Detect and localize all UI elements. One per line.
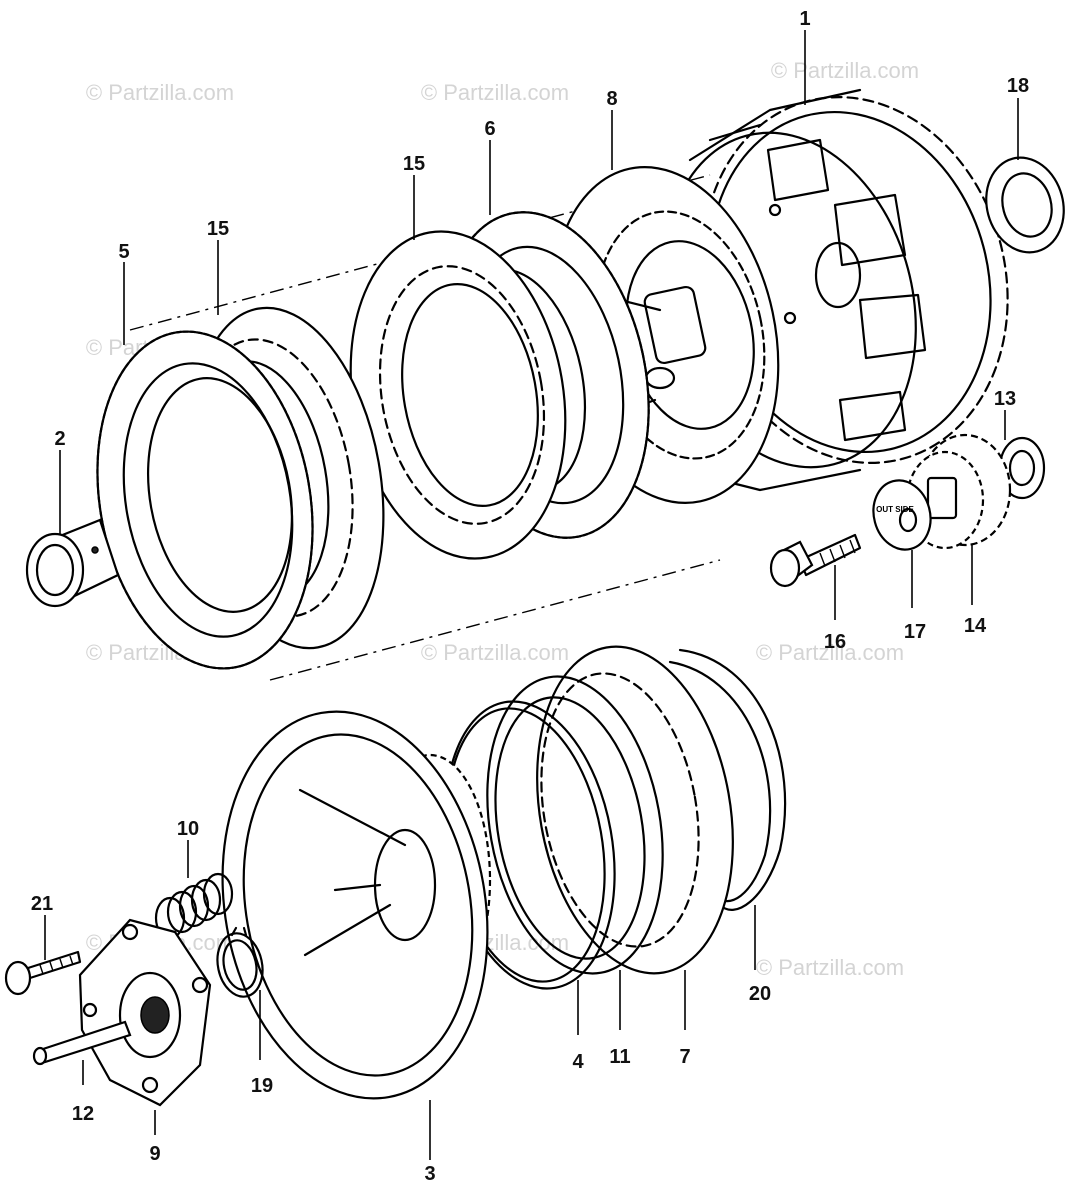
lifter-rod — [32, 1020, 132, 1066]
callout-15: 15 — [207, 218, 229, 240]
watermark: © Partzilla.com — [771, 58, 919, 83]
outer-collar — [25, 518, 120, 608]
callout-10: 10 — [177, 818, 199, 840]
callout-20: 20 — [749, 983, 771, 1005]
washer: OUT SIDE — [872, 479, 932, 551]
callout-14: 14 — [964, 615, 987, 637]
callout-5: 5 — [118, 241, 129, 263]
circlip — [216, 926, 264, 998]
callout-17: 17 — [904, 621, 926, 643]
watermark: © Partzilla.com — [421, 80, 569, 105]
callout-2: 2 — [54, 428, 65, 450]
friction-disc — [96, 330, 314, 670]
washer-marking: OUT SIDE — [876, 505, 914, 514]
assembly-axis — [269, 559, 721, 681]
bolt — [769, 533, 862, 588]
callout-15: 15 — [403, 153, 425, 175]
judder-plate — [536, 645, 734, 975]
callout-3: 3 — [424, 1163, 435, 1185]
callouts: 1 2 3 4 5 6 7 8 9 10 11 12 13 14 15 15 1… — [31, 8, 1029, 1185]
leader-lines — [44, 30, 1019, 1160]
callout-11: 11 — [609, 1046, 630, 1068]
callout-1: 1 — [799, 8, 810, 30]
clutch-spring — [154, 872, 234, 940]
seat-ring — [486, 675, 664, 975]
watermark: © Partzilla.com — [756, 955, 904, 980]
callout-6: 6 — [484, 118, 495, 140]
callout-9: 9 — [149, 1143, 160, 1165]
callout-18: 18 — [1007, 75, 1029, 97]
callout-8: 8 — [606, 88, 617, 110]
flange-bolt — [4, 950, 82, 996]
callout-7: 7 — [679, 1046, 690, 1068]
thrust-washer — [985, 156, 1065, 254]
callout-16: 16 — [824, 631, 846, 653]
callout-12: 12 — [72, 1103, 94, 1125]
callout-13: 13 — [994, 388, 1016, 410]
watermark: © Partzilla.com — [421, 640, 569, 665]
callout-19: 19 — [251, 1075, 273, 1097]
watermark: © Partzilla.com — [756, 640, 904, 665]
clutch-center — [221, 710, 492, 1100]
callout-4: 4 — [572, 1051, 584, 1073]
callout-21: 21 — [31, 893, 53, 915]
watermark: © Partzilla.com — [86, 80, 234, 105]
